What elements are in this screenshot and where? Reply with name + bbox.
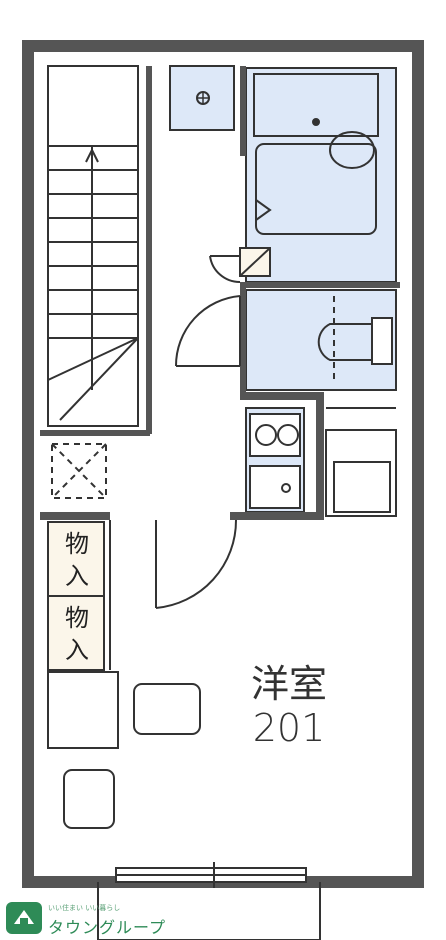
- room-number: 201: [252, 706, 326, 750]
- furniture: [47, 671, 201, 829]
- storage-label-2: 物 入: [52, 596, 102, 672]
- interior-walls: [40, 66, 400, 520]
- storage-label-2-char-1: 物: [65, 604, 89, 632]
- utility-box: [209, 247, 271, 284]
- room-label: 洋室 201: [234, 662, 344, 750]
- logo-mark: [6, 902, 42, 934]
- drain-icon: [196, 91, 210, 105]
- storage-closet-2: [47, 595, 105, 671]
- fridge-space: [325, 407, 397, 517]
- storage-label-1-char-2: 入: [65, 562, 89, 590]
- staircase: [47, 65, 139, 427]
- storage-label-1: 物 入: [52, 522, 102, 598]
- logo-text: タウングループ: [48, 918, 167, 937]
- washing-machine-space: [51, 443, 107, 499]
- bathtub: [253, 73, 379, 235]
- storage-label-2-char-2: 入: [65, 636, 89, 664]
- toilet: [317, 296, 393, 384]
- kitchen: [249, 413, 301, 509]
- entrance-door: [155, 519, 238, 609]
- window-balcony: [97, 862, 321, 940]
- storage-closet-1: [47, 521, 105, 597]
- room-name: 洋室: [250, 662, 327, 706]
- storage-label-1-char-1: 物: [65, 530, 89, 558]
- logo-subtext: いい住まい いい暮らし: [48, 904, 121, 912]
- toilet-door: [174, 295, 241, 367]
